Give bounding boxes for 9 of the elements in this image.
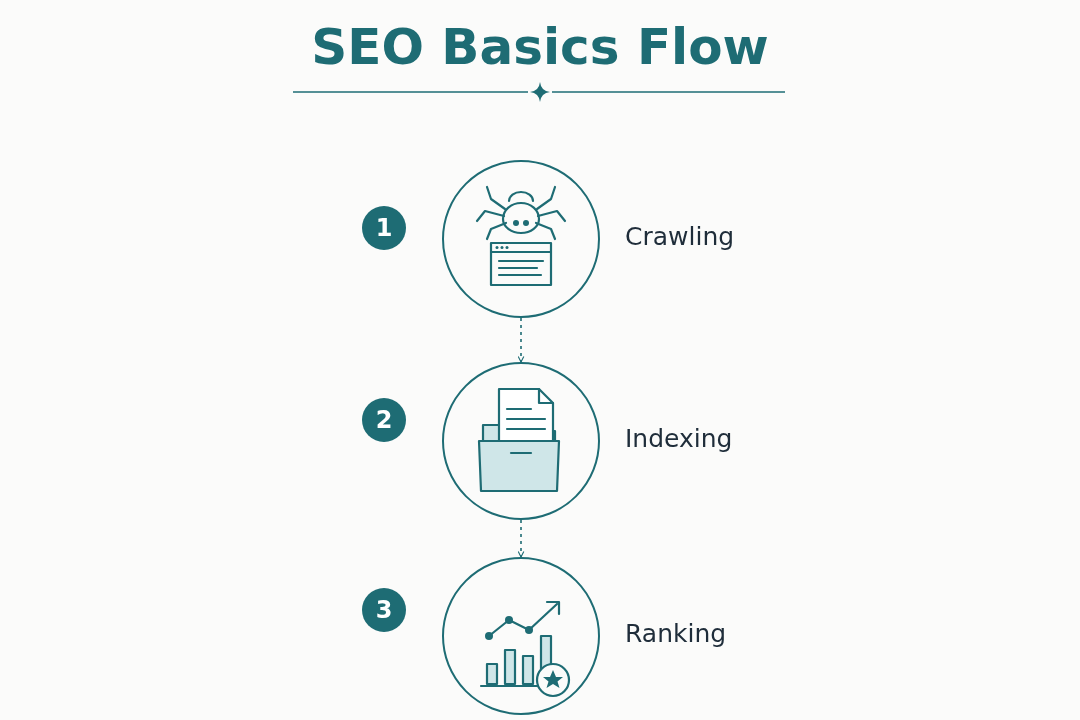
arrow xyxy=(517,519,525,558)
step-label: Indexing xyxy=(625,424,733,453)
step-number-badge: 1 xyxy=(362,206,406,250)
step-label: Ranking xyxy=(625,619,727,648)
step-number-badge: 3 xyxy=(362,588,406,632)
arrow xyxy=(517,317,525,363)
step-label: Crawling xyxy=(625,222,735,251)
title: SEO Basics Flow xyxy=(311,18,769,76)
step-number-badge: 2 xyxy=(362,398,406,442)
